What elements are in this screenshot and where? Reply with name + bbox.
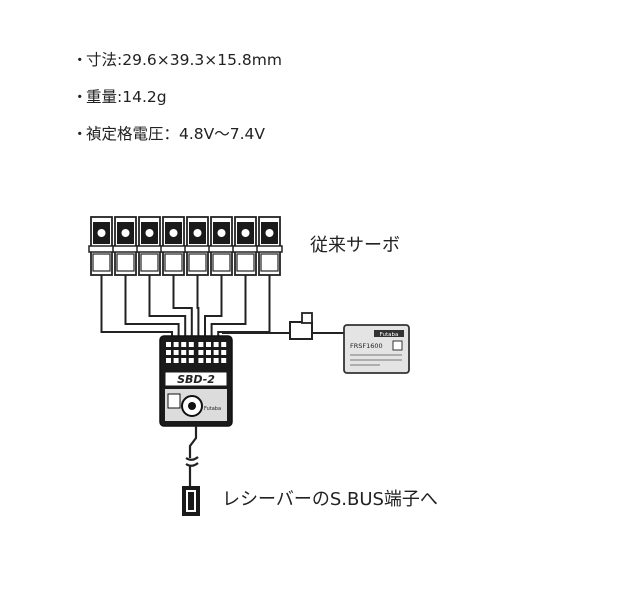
servo — [184, 216, 211, 276]
pin — [188, 350, 194, 355]
decoder-pin-grid — [166, 342, 227, 363]
receiver-connector — [222, 312, 344, 340]
pin — [198, 342, 204, 347]
servo-wire — [100, 275, 173, 340]
servo — [232, 216, 259, 276]
pin — [173, 350, 179, 355]
pin — [206, 358, 211, 363]
pin — [181, 358, 187, 363]
spec-list: ・寸法:29.6×39.3×15.8mm ・重量:14.2g ・禎定格電圧：4.… — [72, 50, 282, 161]
pin — [221, 342, 227, 347]
decoder-model-text: SBD-2 — [177, 373, 215, 386]
pin — [198, 350, 204, 355]
servo-label: 従来サーボ — [310, 235, 400, 256]
spec-item-voltage: ・禎定格電圧：4.8V〜7.4V — [72, 124, 282, 144]
sbd2-decoder: SBD-2 Futaba — [159, 335, 233, 427]
pin — [198, 358, 204, 363]
servo-row — [88, 216, 283, 276]
bullet-icon: ・ — [72, 51, 88, 69]
spec-item-weight: ・重量:14.2g — [72, 87, 282, 107]
spec-text: 禎定格電圧：4.8V〜7.4V — [86, 125, 266, 143]
pin — [181, 350, 187, 355]
pin — [166, 350, 171, 355]
pin — [221, 350, 227, 355]
pin — [188, 358, 194, 363]
servo — [112, 216, 139, 276]
pin — [206, 350, 211, 355]
servo-wire — [148, 275, 187, 340]
bullet-icon: ・ — [72, 125, 88, 143]
pin — [221, 358, 227, 363]
servo-wire — [124, 275, 180, 340]
pin — [173, 342, 179, 347]
decoder-brand: Futaba — [204, 406, 221, 412]
servo — [136, 216, 163, 276]
bullet-icon: ・ — [72, 88, 88, 106]
servo-wires — [100, 275, 271, 340]
pin — [213, 358, 219, 363]
pin — [213, 350, 219, 355]
pin — [213, 342, 219, 347]
servo-wire — [172, 275, 193, 340]
spec-text: 重量:14.2g — [86, 88, 167, 106]
receiver-model: FRSF1600 — [350, 342, 383, 350]
sbus-plug — [182, 486, 200, 516]
servo-wire — [204, 275, 223, 340]
pin — [166, 358, 171, 363]
servo-wire — [210, 275, 247, 340]
pin — [173, 358, 179, 363]
pin — [188, 342, 194, 347]
pin — [166, 342, 171, 347]
sbus-cable — [185, 426, 199, 486]
spec-item-dimensions: ・寸法:29.6×39.3×15.8mm — [72, 50, 282, 70]
receiver-brand: Futaba — [380, 332, 399, 338]
servo — [88, 216, 115, 276]
pin — [206, 342, 211, 347]
sbus-label: レシーバーのS.BUS端子へ — [222, 489, 438, 510]
servo — [208, 216, 235, 276]
servo — [256, 216, 283, 276]
spec-text: 寸法:29.6×39.3×15.8mm — [86, 51, 282, 69]
servo-wire — [196, 275, 200, 340]
servo — [160, 216, 187, 276]
servo-wire — [217, 275, 271, 340]
receiver-unit: Futaba FRSF1600 — [343, 324, 410, 374]
pin — [181, 342, 187, 347]
